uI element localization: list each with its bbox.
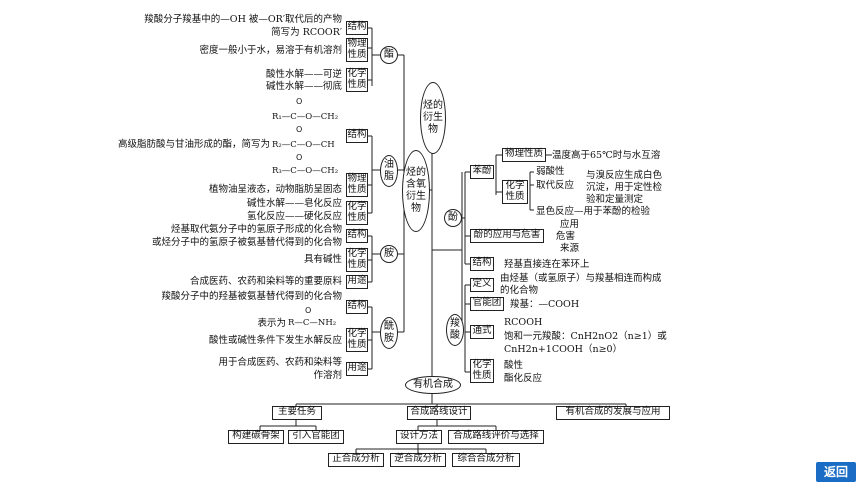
reverse-analysis-box: 逆合成分析 <box>390 453 446 467</box>
phenol-substitution-desc-3: 验和定量测定 <box>586 194 644 205</box>
root-oval: 有机合成 <box>405 376 461 394</box>
phenol-structure-box: 结构 <box>470 257 494 271</box>
phenol-weak-acid: 弱酸性 <box>536 166 565 177</box>
ester-chemical-text-1: 酸性水解——可逆 <box>265 69 342 80</box>
oil-formula-o-2: O <box>296 125 303 134</box>
center-oval-label: 烃的衍生物 <box>423 100 443 135</box>
forward-analysis-box: 正合成分析 <box>328 453 384 467</box>
ester-chemical-text-2: 碱性水解——彻底 <box>265 81 342 92</box>
oil-structure-box: 结构 <box>346 129 368 143</box>
acid-functional-text: 羧基：—COOH <box>510 299 580 310</box>
amide-structure-text-2: 表示为 <box>257 318 286 329</box>
amide-formula: R—C—NH₂ <box>288 318 337 328</box>
amide-oval: 酰胺 <box>380 317 398 349</box>
amine-use-box: 用途 <box>346 275 368 289</box>
route-design-box: 合成路线设计 <box>407 406 471 420</box>
amide-chemical-text: 酸性或碱性条件下发生水解反应 <box>208 335 342 346</box>
amine-structure-text-2: 或烃分子中的氢原子被氨基替代得到的化合物 <box>151 237 342 248</box>
amide-structure-text-1: 羧酸分子中的羟基被氨基替代得到的化合物 <box>161 291 342 302</box>
design-method-box: 设计方法 <box>396 430 442 444</box>
amide-use-box: 用途 <box>346 362 368 376</box>
acid-general-box: 通式 <box>470 325 494 339</box>
amine-use-text: 合成医药、农药和染料等的重要原料 <box>189 276 342 287</box>
acid-definition-text-1: 由烃基（或氢原子）与羧基相连而构成 <box>500 273 662 284</box>
oil-chemical-box: 化学性质 <box>346 201 368 225</box>
ester-physical-text: 密度一般小于水，易溶于有机溶剂 <box>199 45 342 56</box>
acid-general-text-1: RCOOH <box>504 317 543 328</box>
phenol-app-harm: 危害 <box>556 231 576 242</box>
phenol-substitution-desc-1: 与溴反应生成白色 <box>586 170 663 181</box>
phenol-app-source: 来源 <box>560 243 580 254</box>
phenol-substitution: 取代反应 <box>536 180 575 191</box>
acid-chemical-text-2: 酯化反应 <box>504 373 543 384</box>
amine-chemical-text: 具有碱性 <box>303 254 342 265</box>
acid-general-text-3: CnH2n+1COOH（n≥0） <box>504 344 623 355</box>
oxygen-derivatives-oval: 烃的含氧衍生物 <box>402 150 430 232</box>
amide-use-text-1: 用于合成医药、农药和染料等 <box>218 357 342 368</box>
oil-oval: 油脂 <box>380 155 398 187</box>
phenol-substitution-desc-2: 沉淀，用于定性检 <box>586 182 663 193</box>
ester-oval: 酯 <box>380 46 398 64</box>
phenol-structure-text: 羟基直接连在苯环上 <box>504 259 590 270</box>
ester-structure-text-2: 简写为 RCOOR′ <box>271 27 342 38</box>
introduce-group-box: 引入官能团 <box>288 430 344 444</box>
acid-definition-box: 定义 <box>470 278 494 292</box>
acid-chemical-text-1: 酸性 <box>504 360 524 371</box>
phenol-physical-text: 温度高于65℃时与水互溶 <box>552 150 661 161</box>
amide-chemical-box: 化学性质 <box>346 328 368 352</box>
acid-chemical-box: 化学性质 <box>470 359 494 383</box>
oil-physical-box: 物理性质 <box>346 173 368 197</box>
acid-general-text-2: 饱和一元羧酸：CnH2nO2（n≥1）或 <box>504 331 667 342</box>
acid-oval: 羧酸 <box>446 314 464 346</box>
phenol-color-reaction: 显色反应—用于苯酚的检验 <box>536 206 651 217</box>
phenol-app-box: 酚的应用与危害 <box>470 229 544 243</box>
acid-functional-box: 官能团 <box>470 297 504 311</box>
main-task-box: 主要任务 <box>272 406 322 420</box>
root-label: 有机合成 <box>413 379 453 390</box>
ester-structure-text-1: 羧酸分子羧基中的—OH 被—OR′取代后的产物 <box>144 14 342 25</box>
route-evaluation-box: 合成路线评价与选择 <box>448 430 544 444</box>
phenol-oval: 酚 <box>444 209 462 227</box>
center-oval-derivatives: 烃的衍生物 <box>420 82 446 154</box>
oil-formula-1: R₁—C—O—CH₂ <box>272 112 339 122</box>
oil-formula-2: R₂—C—O—CH <box>272 140 335 150</box>
amine-structure-box: 结构 <box>346 229 368 243</box>
development-box: 有机合成的发展与应用 <box>556 406 670 420</box>
acid-definition-text-2: 的化合物 <box>500 285 539 296</box>
amine-oval: 胺 <box>380 245 398 263</box>
phenol-physical-box: 物理性质 <box>502 148 546 162</box>
oil-chemical-text-2: 氢化反应——硬化反应 <box>246 211 342 222</box>
oil-chemical-text-1: 碱性水解——皂化反应 <box>246 198 342 209</box>
phenol-app-use: 应用 <box>560 219 580 230</box>
amide-structure-box: 结构 <box>346 300 368 314</box>
ester-structure-box: 结构 <box>346 21 368 35</box>
benzene-phenol-box: 苯酚 <box>470 165 494 179</box>
build-skeleton-box: 构建碳骨架 <box>228 430 284 444</box>
oil-structure-text: 高级脂肪酸与甘油形成的酯，简写为 <box>117 139 270 150</box>
back-button[interactable]: 返回 <box>816 462 856 482</box>
amine-structure-text-1: 烃基取代氨分子中的氢原子形成的化合物 <box>170 224 342 235</box>
oil-formula-o-1: O <box>296 97 303 106</box>
oxygen-derivatives-label: 烃的含氧衍生物 <box>406 167 426 214</box>
combined-analysis-box: 综合合成分析 <box>452 453 520 467</box>
oil-formula-3: R₃—C—O—CH₂ <box>272 166 339 176</box>
oil-physical-text: 植物油呈液态，动物脂肪呈固态 <box>208 184 342 195</box>
amide-use-text-2: 作溶剂 <box>313 370 342 381</box>
ester-chemical-box: 化学性质 <box>346 68 368 92</box>
oil-formula-o-3: O <box>296 153 303 162</box>
amide-formula-o: O <box>305 306 312 315</box>
phenol-chemical-box: 化学性质 <box>502 180 528 204</box>
amine-chemical-box: 化学性质 <box>346 248 368 272</box>
ester-physical-box: 物理性质 <box>346 38 368 62</box>
